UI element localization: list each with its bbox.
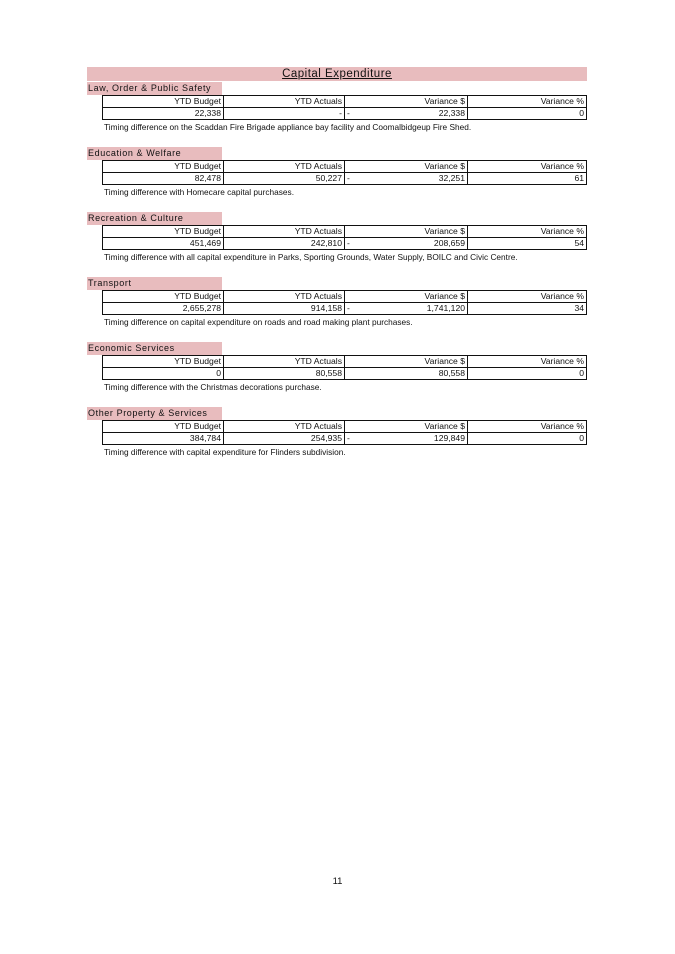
ytd-actuals-cell: 254,935 [223, 432, 345, 445]
ytd-actuals-cell: 914,158 [223, 302, 345, 315]
variance-pct-cell: 0 [467, 432, 587, 445]
column-header: YTD Budget [102, 225, 224, 238]
column-header: YTD Actuals [223, 355, 345, 368]
ytd-budget-cell: 2,655,278 [102, 302, 224, 315]
column-header: Variance % [467, 160, 587, 173]
column-header: YTD Budget [102, 420, 224, 433]
column-header: Variance $ [344, 355, 468, 368]
variance-pct-cell: 54 [467, 237, 587, 250]
column-header: YTD Budget [102, 95, 224, 108]
column-header: YTD Budget [102, 355, 224, 368]
ytd-budget-cell: 22,338 [102, 107, 224, 120]
column-header: Variance % [467, 95, 587, 108]
column-header: Variance % [467, 355, 587, 368]
variance-cell: 80,558 [344, 367, 468, 380]
column-header: YTD Actuals [223, 95, 345, 108]
variance-pct-cell: 0 [467, 367, 587, 380]
column-header: YTD Actuals [223, 225, 345, 238]
section-label: Economic Services [87, 342, 222, 355]
column-header: YTD Actuals [223, 420, 345, 433]
variance-sign: - [347, 303, 350, 313]
variance-value: 1,741,120 [426, 303, 465, 313]
column-header: Variance $ [344, 95, 468, 108]
ytd-budget-cell: 0 [102, 367, 224, 380]
column-header: Variance % [467, 225, 587, 238]
ytd-actuals-cell: - [223, 107, 345, 120]
column-header: Variance $ [344, 290, 468, 303]
section-note: Timing difference with capital expenditu… [104, 447, 346, 457]
section-note: Timing difference on the Scaddan Fire Br… [104, 122, 472, 132]
section-label: Recreation & Culture [87, 212, 222, 225]
ytd-budget-cell: 451,469 [102, 237, 224, 250]
variance-cell: - 32,251 [344, 172, 468, 185]
variance-pct-cell: 61 [467, 172, 587, 185]
variance-cell: - 129,849 [344, 432, 468, 445]
ytd-budget-cell: 82,478 [102, 172, 224, 185]
section-label: Other Property & Services [87, 407, 222, 420]
ytd-actuals-cell: 50,227 [223, 172, 345, 185]
column-header: YTD Budget [102, 160, 224, 173]
section-note: Timing difference with Homecare capital … [104, 187, 294, 197]
variance-sign: - [347, 173, 350, 183]
section-label: Law, Order & Public Safety [87, 82, 222, 95]
section-note: Timing difference on capital expenditure… [104, 317, 413, 327]
column-header: Variance % [467, 290, 587, 303]
section-label: Education & Welfare [87, 147, 222, 160]
variance-cell: - 208,659 [344, 237, 468, 250]
column-header: Variance $ [344, 420, 468, 433]
column-header: Variance $ [344, 225, 468, 238]
column-header: YTD Budget [102, 290, 224, 303]
variance-value: 208,659 [433, 238, 465, 248]
section-note: Timing difference with all capital expen… [104, 252, 518, 262]
page-title: Capital Expenditure [87, 67, 587, 81]
variance-sign: - [347, 108, 350, 118]
column-header: Variance $ [344, 160, 468, 173]
ytd-actuals-cell: 80,558 [223, 367, 345, 380]
section-note: Timing difference with the Christmas dec… [104, 382, 322, 392]
variance-value: 129,849 [433, 433, 465, 443]
column-header: YTD Actuals [223, 160, 345, 173]
variance-sign: - [347, 433, 350, 443]
variance-cell: - 22,338 [344, 107, 468, 120]
variance-cell: - 1,741,120 [344, 302, 468, 315]
variance-pct-cell: 34 [467, 302, 587, 315]
page-number: 11 [332, 876, 343, 887]
column-header: Variance % [467, 420, 587, 433]
column-header: YTD Actuals [223, 290, 345, 303]
section-label: Transport [87, 277, 222, 290]
variance-value: 80,558 [438, 368, 465, 378]
ytd-actuals-cell: 242,810 [223, 237, 345, 250]
variance-pct-cell: 0 [467, 107, 587, 120]
variance-value: 32,251 [438, 173, 465, 183]
variance-sign: - [347, 238, 350, 248]
ytd-budget-cell: 384,784 [102, 432, 224, 445]
variance-value: 22,338 [438, 108, 465, 118]
page-title-text: Capital Expenditure [282, 68, 392, 80]
